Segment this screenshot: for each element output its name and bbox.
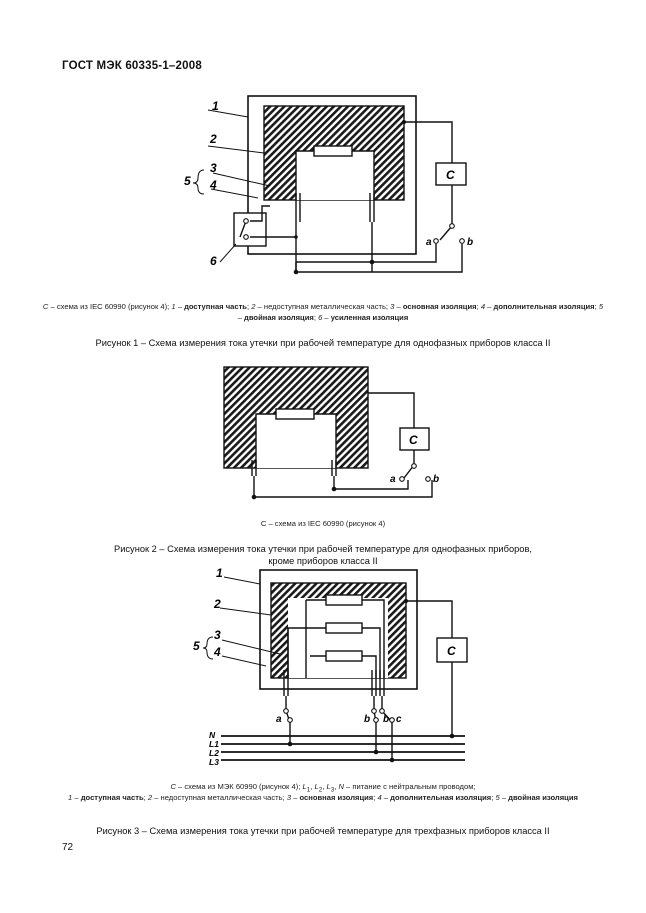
figure-1-caption: Рисунок 1 – Схема измерения тока утечки …: [95, 338, 551, 348]
meter-c-label: C: [447, 644, 456, 658]
figure-2-caption-line-1: Рисунок 2 – Схема измерения тока утечки …: [114, 544, 532, 554]
heating-element-1: [325, 594, 363, 606]
figure-3-caption: Рисунок 3 – Схема измерения тока утечки …: [96, 826, 550, 836]
meter-c-label: C: [409, 433, 418, 447]
phase-l2-label: L2: [209, 748, 219, 758]
accessible-part: [247, 95, 417, 255]
heating-element-2: [325, 622, 363, 634]
heating-element-3: [325, 650, 363, 662]
figure-2-caption-line-2: кроме приборов класса II: [268, 556, 378, 566]
phase-n-label: N: [209, 730, 216, 740]
label-5: 5: [184, 174, 191, 188]
heating-element: [313, 145, 353, 157]
measuring-network: [435, 162, 467, 186]
figure-2-legend: С – схема из IEC 60990 (рисунок 4): [260, 519, 386, 528]
figure-1-legend: C – схема из IEC 60990 (рисунок 4); 1 – …: [42, 302, 604, 322]
label-3: 3: [210, 161, 217, 175]
switch-b-label: b: [433, 474, 439, 485]
label-1: 1: [212, 99, 219, 113]
measuring-network: [436, 637, 468, 663]
label-2: 2: [209, 132, 217, 146]
document-header: ГОСТ МЭК 60335-1–2008: [62, 60, 202, 72]
label-4: 4: [213, 645, 221, 659]
switch-b-label: b: [467, 237, 473, 248]
phase-l1-label: L1: [209, 739, 219, 749]
switch-c-label: c: [396, 714, 402, 725]
switch-b2-label: b: [383, 714, 389, 725]
switch-a-label: a: [276, 714, 282, 725]
figure-3-legend-line-2: 1 – доступная часть; 2 – недоступная мет…: [68, 793, 578, 802]
accessible-part: [259, 569, 418, 690]
label-1: 1: [216, 566, 223, 580]
label-2: 2: [213, 597, 221, 611]
switch-a-label: a: [426, 237, 432, 248]
page-number: 72: [62, 842, 74, 853]
phase-l3-label: L3: [209, 757, 219, 767]
label-4: 4: [209, 178, 217, 192]
figure-3-legend-line-1: C – схема из МЭК 60990 (рисунок 4); L1, …: [170, 782, 476, 794]
switch-b1-label: b: [364, 714, 370, 725]
label-3: 3: [214, 628, 221, 642]
meter-c-label: C: [446, 168, 455, 182]
switch-box: [233, 212, 267, 247]
label-6: 6: [210, 254, 217, 268]
label-5: 5: [193, 639, 200, 653]
switch-a-label: a: [390, 474, 396, 485]
heating-element: [275, 408, 315, 420]
